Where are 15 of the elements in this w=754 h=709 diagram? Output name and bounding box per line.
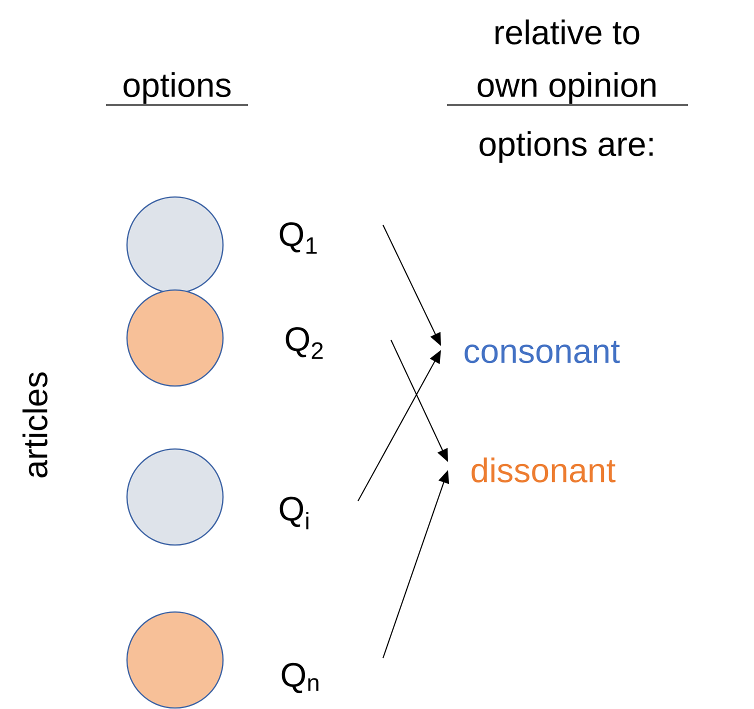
- circle: [126, 196, 224, 294]
- circle: [126, 289, 224, 387]
- heading: options are:: [480, 131, 653, 163]
- text-label: Q$_{2}$: [286, 327, 323, 359]
- heading: own opinion: [478, 72, 656, 104]
- text-label: consonant: [464, 340, 620, 364]
- heading: articles: [22, 372, 48, 478]
- text-label: Q$_{n}$: [282, 662, 318, 694]
- text-label: dissonant: [472, 458, 616, 482]
- text-label: Q$_{1}$: [280, 222, 317, 254]
- circle: [126, 611, 224, 709]
- circle: [126, 448, 224, 546]
- heading: options: [124, 72, 231, 104]
- heading: relative to: [496, 20, 640, 44]
- text-label: Q$_{i}$: [280, 496, 308, 530]
